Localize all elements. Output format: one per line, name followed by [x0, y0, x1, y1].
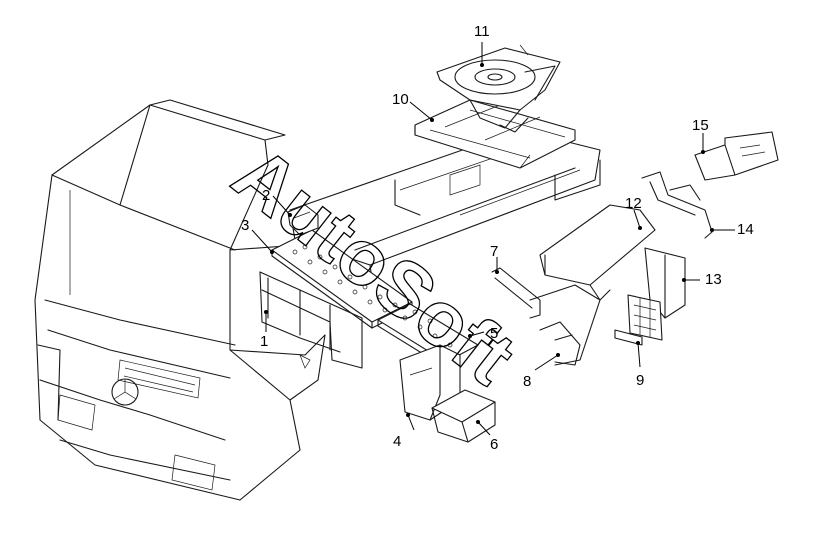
tread-pattern [292, 244, 398, 313]
callout-label: 9 [636, 372, 644, 389]
tail-lamp [694, 131, 779, 181]
callout-label: 10 [392, 91, 409, 108]
watermark: AutoSoft [218, 129, 532, 401]
fifth-wheel-coupling [436, 44, 561, 133]
clip [614, 329, 643, 346]
bracket-mount [287, 204, 319, 236]
callout-label: 12 [625, 195, 642, 212]
handrail [259, 271, 363, 369]
callout-label: 7 [490, 243, 498, 260]
callout-label: 3 [241, 217, 249, 234]
step-box [431, 389, 496, 443]
callout-labels: 11 10 2 3 1 5 4 6 7 8 9 12 13 14 15 [241, 23, 754, 453]
callout-label: 8 [523, 373, 531, 390]
callout-label: 13 [705, 271, 722, 288]
step-platform-small [377, 303, 479, 369]
mudguard [529, 204, 656, 366]
mercedes-star-logo [111, 378, 139, 406]
truck-cab [34, 99, 331, 501]
callout-label: 5 [490, 325, 498, 342]
callout-label: 15 [692, 117, 709, 134]
lamp-bracket [641, 171, 713, 239]
callout-label: 2 [262, 187, 270, 204]
callout-label: 6 [490, 436, 498, 453]
reflector-grid [627, 294, 663, 341]
mudguard-bracket [539, 321, 581, 366]
step-platform-large [271, 229, 413, 329]
callout-label: 11 [474, 23, 490, 40]
callout-label: 14 [737, 221, 754, 238]
leader-lines [251, 42, 735, 436]
callout-label: 4 [393, 433, 401, 450]
callout-label: 1 [260, 333, 268, 350]
